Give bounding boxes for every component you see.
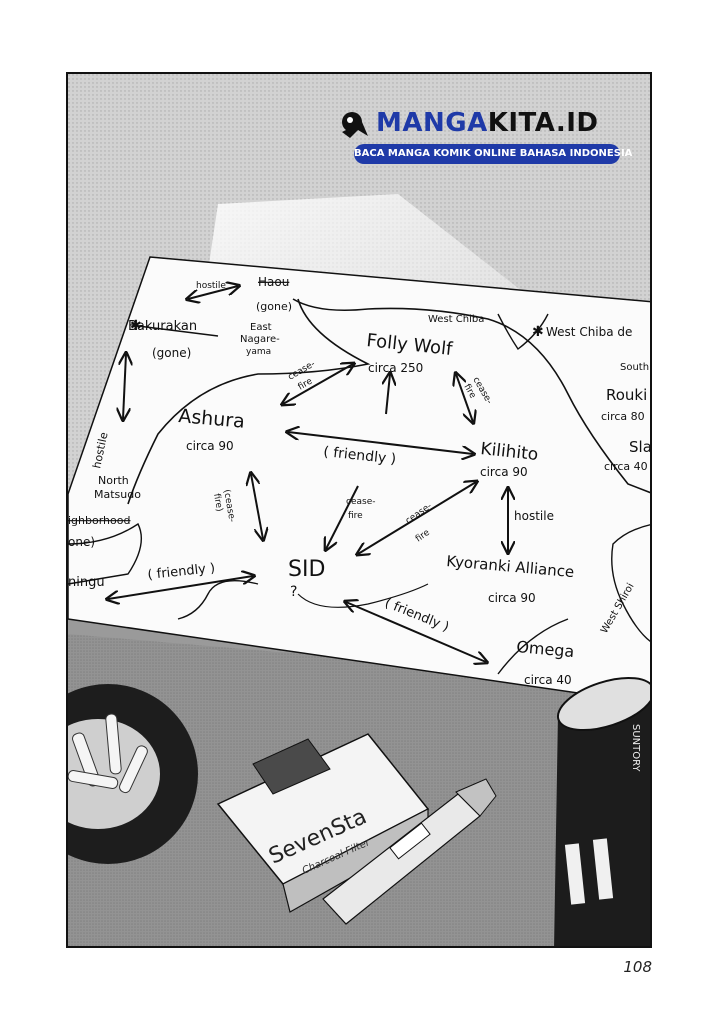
star-mark: ✱	[130, 318, 142, 334]
star-mark-2: ✱	[532, 324, 544, 340]
label-ceasefire-c2: fire)	[211, 493, 224, 513]
label-bakurakan: Bakurakan	[128, 319, 197, 334]
label-north-matsudo-2: Matsudo	[94, 488, 141, 501]
label-circa-90-ashura: circa 90	[186, 439, 234, 453]
label-west-chiba-de: West Chiba de	[546, 325, 632, 339]
label-circa-90-kilihito: circa 90	[480, 465, 528, 479]
watermark-title: MANGAKITA.ID	[376, 108, 599, 138]
can-brand: SUNTORY	[630, 724, 641, 772]
panel-illustration: hostile Haou (gone) East Nagare- yama Ba…	[68, 74, 652, 946]
label-gone-top: (gone)	[256, 300, 292, 313]
label-ceasefire-d2: fire	[348, 511, 363, 521]
label-sla: Sla	[629, 438, 652, 456]
label-circa-40-omega: circa 40	[524, 673, 572, 687]
label-circa-90-kyoranki: circa 90	[488, 591, 536, 605]
label-south: South	[620, 362, 649, 373]
label-circa-40-right: circa 40	[604, 460, 648, 473]
label-sid-question: ?	[290, 584, 297, 600]
label-circa-250: circa 250	[368, 361, 423, 375]
label-circa-80: circa 80	[601, 410, 645, 423]
label-gone-left: one)	[68, 535, 95, 549]
label-north-matsudo-1: North	[98, 474, 129, 487]
label-west-chiba: West Chiba	[428, 314, 484, 325]
label-east-nagareyama-3: yama	[246, 347, 271, 357]
manga-panel: hostile Haou (gone) East Nagare- yama Ba…	[66, 72, 652, 948]
label-sid: SID	[288, 557, 325, 582]
label-friendly-left: ( friendly )	[147, 561, 216, 583]
drink-can: SUNTORY	[554, 676, 650, 946]
label-omega: Omega	[516, 637, 575, 661]
label-friendly-mid: ( friendly )	[323, 444, 397, 468]
watermark-tagline: BACA MANGA KOMIK ONLINE BAHASA INDONESIA	[354, 144, 632, 164]
label-east-nagareyama-2: Nagare-	[240, 334, 280, 345]
page-number: 108	[623, 958, 652, 976]
label-rouki: Rouki	[606, 386, 647, 404]
label-hostile-right: hostile	[514, 509, 554, 523]
label-gone-bakurakan: (gone)	[152, 346, 191, 360]
label-ceasefire-d1: cease-	[346, 497, 375, 507]
label-east-nagareyama: East	[250, 322, 272, 333]
label-hostile-top: hostile	[196, 281, 226, 291]
watermark-logo-icon	[342, 112, 368, 138]
relationship-arrows	[108, 286, 508, 662]
watermark-brand-part2: KITA.ID	[487, 108, 599, 138]
watermark-brand-part1: MANGA	[376, 108, 488, 138]
cigarette-pack: SevenSta Charcoal Filter	[216, 733, 430, 913]
label-mingu: ningu	[68, 575, 105, 590]
label-haou: Haou	[258, 275, 289, 289]
lighter	[322, 778, 497, 925]
label-neighborhood: ighborhood	[68, 514, 130, 527]
ashtray	[68, 684, 198, 864]
